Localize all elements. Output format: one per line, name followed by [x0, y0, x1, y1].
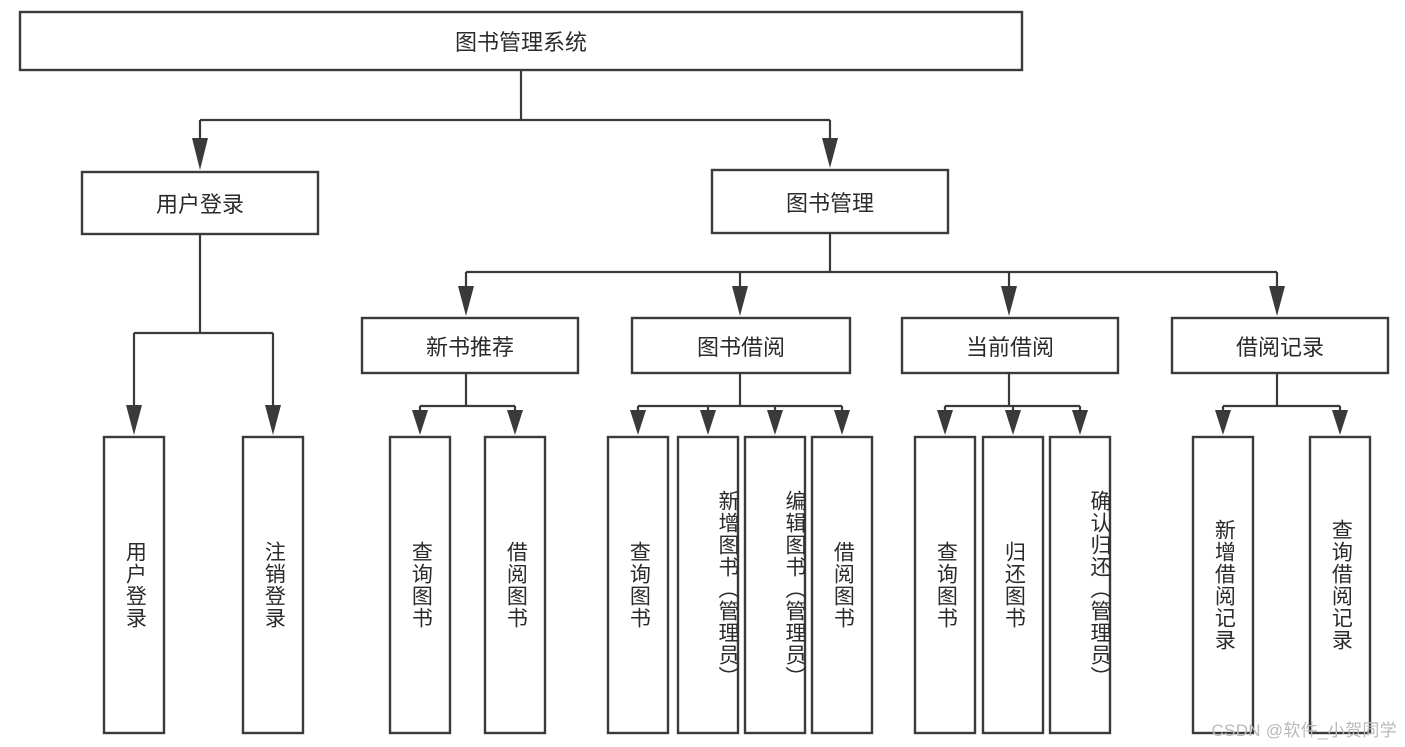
edge-group-book-mgmt [458, 233, 1285, 316]
arrow-head-icon [1001, 286, 1017, 316]
arrow-head-icon [1332, 410, 1348, 435]
arrow-head-icon [1072, 410, 1088, 435]
arrow-head-icon [412, 410, 428, 435]
arrow-head-icon [630, 410, 646, 435]
leaf-box-logout[interactable] [241, 435, 305, 735]
arrow-head-icon [937, 410, 953, 435]
arrow-head-icon [126, 405, 142, 435]
leaf-box-edit-book-admin[interactable] [743, 435, 807, 735]
node-box-new-book-recommend[interactable] [360, 316, 580, 375]
node-box-root[interactable] [18, 10, 1024, 72]
node-box-borrow-record[interactable] [1170, 316, 1390, 375]
arrow-head-icon [822, 138, 838, 168]
edge-group-user-login [126, 234, 281, 435]
arrow-head-icon [1269, 286, 1285, 316]
edge-group-new-book [412, 373, 523, 435]
node-box-user-login[interactable] [80, 170, 320, 236]
edge-group-current-borrow [937, 373, 1088, 435]
arrow-head-icon [192, 138, 208, 170]
arrow-head-icon [1215, 410, 1231, 435]
leaf-box-borrow-book-1[interactable] [483, 435, 547, 735]
leaf-box-add-book-admin[interactable] [676, 435, 740, 735]
arrow-head-icon [458, 286, 474, 316]
node-box-book-borrow[interactable] [630, 316, 852, 375]
leaf-box-query-borrow-record[interactable] [1308, 435, 1372, 735]
edge-group-borrow-record [1215, 373, 1348, 435]
edge-group-book-borrow [630, 373, 850, 435]
arrow-head-icon [507, 410, 523, 435]
arrow-head-icon [767, 410, 783, 435]
watermark: CSDN @软件_小贺同学 [1211, 721, 1397, 740]
leaf-box-query-book-2[interactable] [606, 435, 670, 735]
leaf-box-add-borrow-record[interactable] [1191, 435, 1255, 735]
leaf-box-query-book-3[interactable] [913, 435, 977, 735]
edge-group-root [192, 70, 838, 170]
leaf-box-confirm-return-admin[interactable] [1048, 435, 1112, 735]
node-box-current-borrow[interactable] [900, 316, 1120, 375]
leaf-box-return-book[interactable] [981, 435, 1045, 735]
arrow-head-icon [700, 410, 716, 435]
arrow-head-icon [834, 410, 850, 435]
leaf-box-user-login[interactable] [102, 435, 166, 735]
leaf-box-query-book-1[interactable] [388, 435, 452, 735]
arrow-head-icon [265, 405, 281, 435]
arrow-head-icon [1005, 410, 1021, 435]
leaf-box-borrow-book-2[interactable] [810, 435, 874, 735]
node-box-book-management[interactable] [710, 168, 950, 235]
arrow-head-icon [732, 286, 748, 316]
